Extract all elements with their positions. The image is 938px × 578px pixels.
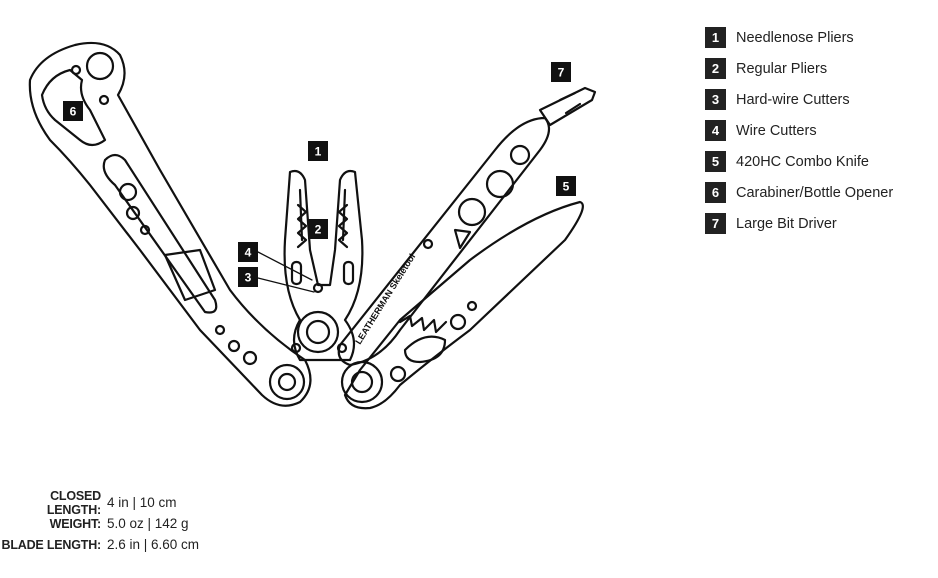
svg-text:1: 1 [315, 145, 322, 159]
callout-3: 3 [238, 267, 258, 287]
legend-item: 6 Carabiner/Bottle Opener [705, 177, 935, 208]
spec-table: CLOSED LENGTH: 4 in | 10 cm WEIGHT: 5.0 … [0, 489, 200, 555]
multitool-diagram: LEATHERMAN Skeletool 1 2 3 4 5 6 7 [28, 41, 597, 410]
spec-row-blade-length: BLADE LENGTH: 2.6 in | 6.60 cm [0, 534, 200, 555]
spec-value: 4 in | 10 cm [107, 495, 177, 510]
spec-label: WEIGHT: [49, 516, 102, 531]
spec-row-closed-length: CLOSED LENGTH: 4 in | 10 cm [0, 489, 199, 517]
svg-text:7: 7 [558, 66, 565, 80]
svg-text:2: 2 [315, 223, 322, 237]
callout-5: 5 [556, 176, 576, 196]
pliers-assembly [283, 169, 364, 362]
legend-label: Large Bit Driver [736, 215, 837, 232]
legend-item: 1 Needlenose Pliers [705, 22, 935, 53]
svg-text:4: 4 [245, 246, 252, 260]
svg-text:5: 5 [563, 180, 570, 194]
combo-knife [340, 200, 584, 410]
left-handle-carabiner [28, 41, 312, 407]
spec-row-weight: WEIGHT: 5.0 oz | 142 g [0, 513, 199, 534]
legend-label: Regular Pliers [736, 60, 828, 77]
spec-label: BLADE LENGTH: [1, 537, 102, 552]
svg-text:3: 3 [245, 271, 252, 285]
legend-number-badge: 1 [705, 27, 726, 48]
legend-item: 5 420HC Combo Knife [705, 146, 935, 177]
legend-number-badge: 7 [705, 213, 726, 234]
legend-item: 3 Hard-wire Cutters [705, 84, 935, 115]
legend-number-badge: 4 [705, 120, 726, 141]
legend-number-badge: 3 [705, 89, 726, 110]
legend-number-badge: 2 [705, 58, 726, 79]
svg-text:6: 6 [70, 105, 77, 119]
callout-1: 1 [308, 141, 328, 161]
legend-item: 4 Wire Cutters [705, 115, 935, 146]
spec-label: CLOSED LENGTH: [46, 488, 101, 517]
legend-label: 420HC Combo Knife [736, 153, 869, 170]
legend-label: Wire Cutters [736, 122, 817, 139]
callout-7: 7 [551, 62, 571, 82]
callout-2: 2 [308, 219, 328, 239]
legend-label: Hard-wire Cutters [736, 91, 850, 108]
legend-item: 7 Large Bit Driver [705, 208, 935, 239]
legend-item: 2 Regular Pliers [705, 53, 935, 84]
legend-number-badge: 5 [705, 151, 726, 172]
callout-4: 4 [238, 242, 258, 262]
spec-value: 2.6 in | 6.60 cm [107, 537, 200, 552]
callout-6: 6 [63, 101, 83, 121]
legend-number-badge: 6 [705, 182, 726, 203]
legend-label: Needlenose Pliers [736, 29, 854, 46]
right-handle-bit-driver [337, 86, 597, 367]
feature-legend: 1 Needlenose Pliers 2 Regular Pliers 3 H… [705, 22, 935, 239]
spec-value: 5.0 oz | 142 g [107, 516, 189, 531]
legend-label: Carabiner/Bottle Opener [736, 184, 894, 201]
